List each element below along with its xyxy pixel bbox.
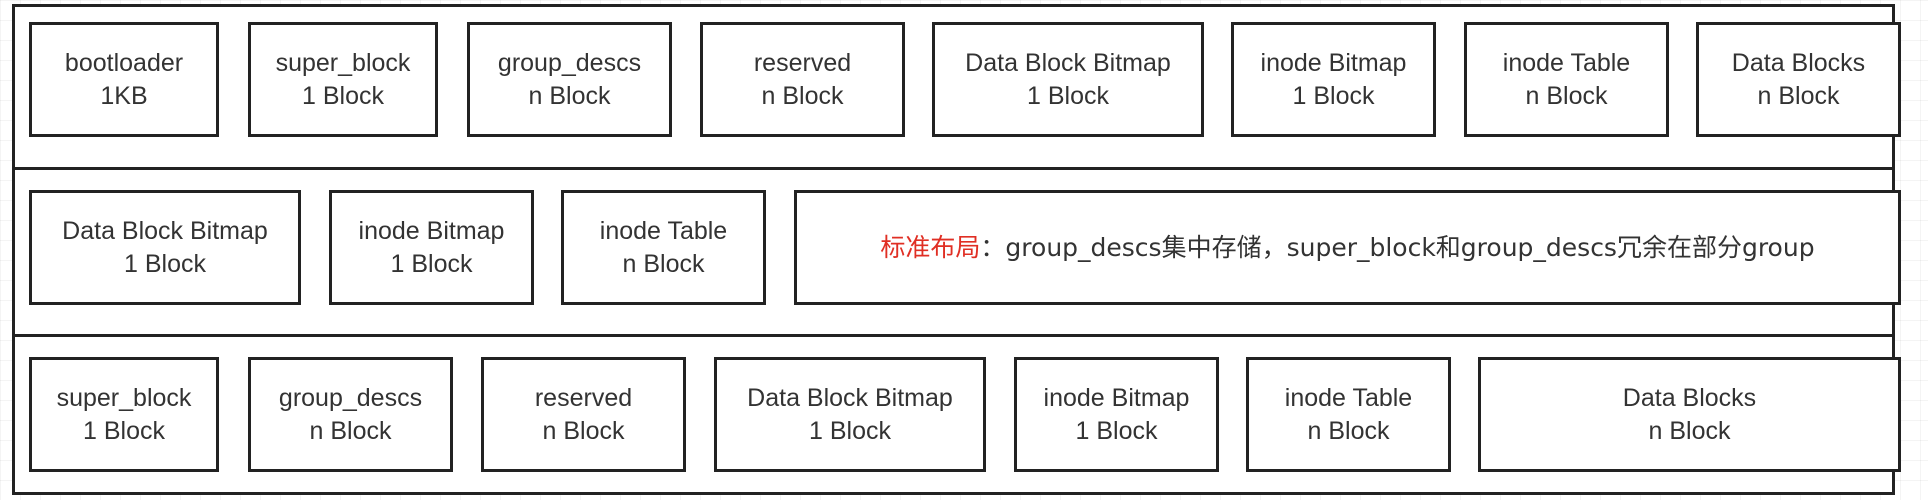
cell-size: n Block (622, 249, 705, 278)
cell-size: n Block (761, 81, 844, 110)
cell-data-block-bitmap: Data Block Bitmap 1 Block (932, 22, 1204, 137)
cell-size: n Block (528, 81, 611, 110)
cell-title: Data Block Bitmap (747, 383, 953, 412)
cell-title: group_descs (278, 383, 423, 412)
cell-title: Data Block Bitmap (965, 48, 1171, 77)
cell-inode-bitmap: inode Bitmap 1 Block (1231, 22, 1436, 137)
cell-inode-table: inode Table n Block (1464, 22, 1669, 137)
cell-size: 1KB (100, 81, 148, 110)
cell-size: n Block (1525, 81, 1608, 110)
cell-title: Data Blocks (1622, 383, 1757, 412)
cell-group-descs: group_descs n Block (248, 357, 453, 472)
cell-title: group_descs (497, 48, 642, 77)
cell-size: 1 Block (1075, 416, 1158, 445)
layout-row-2: Data Block Bitmap 1 Block inode Bitmap 1… (15, 170, 1901, 337)
cell-bootloader: bootloader 1KB (29, 22, 219, 137)
cell-title: reserved (534, 383, 633, 412)
cell-title: inode Bitmap (1260, 48, 1407, 77)
cell-size: 1 Block (809, 416, 891, 445)
cell-reserved: reserved n Block (700, 22, 905, 137)
layout-row-1: bootloader 1KB super_block 1 Block group… (15, 7, 1901, 170)
cell-size: n Block (309, 416, 392, 445)
cell-inode-table: inode Table n Block (561, 190, 766, 305)
cell-inode-bitmap: inode Bitmap 1 Block (1014, 357, 1219, 472)
cell-title: inode Table (1284, 383, 1413, 412)
cell-size: n Block (1307, 416, 1390, 445)
note-text: ：group_descs集中存储，super_block和group_descs… (980, 233, 1815, 262)
cell-reserved: reserved n Block (481, 357, 686, 472)
cell-group-descs: group_descs n Block (467, 22, 672, 137)
cell-size: n Block (1648, 416, 1731, 445)
cell-data-block-bitmap: Data Block Bitmap 1 Block (714, 357, 986, 472)
layout-row-3: super_block 1 Block group_descs n Block … (15, 337, 1901, 495)
cell-inode-bitmap: inode Bitmap 1 Block (329, 190, 534, 305)
cell-data-block-bitmap: Data Block Bitmap 1 Block (29, 190, 301, 305)
cell-title: inode Bitmap (358, 216, 505, 245)
cell-title: Data Blocks (1731, 48, 1866, 77)
cell-size: n Block (542, 416, 625, 445)
cell-title: inode Bitmap (1043, 383, 1190, 412)
cell-data-blocks: Data Blocks n Block (1478, 357, 1901, 472)
block-layout-diagram: bootloader 1KB super_block 1 Block group… (12, 4, 1901, 495)
standard-layout-note: 标准布局：group_descs集中存储，super_block和group_d… (794, 190, 1901, 305)
cell-title: inode Table (1502, 48, 1631, 77)
cell-super-block: super_block 1 Block (29, 357, 219, 472)
cell-data-blocks: Data Blocks n Block (1696, 22, 1901, 137)
cell-title: super_block (56, 383, 192, 412)
cell-title: super_block (275, 48, 411, 77)
cell-size: 1 Block (124, 249, 206, 278)
cell-size: 1 Block (1292, 81, 1375, 110)
cell-super-block: super_block 1 Block (248, 22, 438, 137)
cell-size: 1 Block (390, 249, 473, 278)
cell-title: inode Table (599, 216, 728, 245)
cell-size: n Block (1757, 81, 1840, 110)
cell-inode-table: inode Table n Block (1246, 357, 1451, 472)
cell-title: reserved (753, 48, 852, 77)
cell-size: 1 Block (1027, 81, 1109, 110)
cell-size: 1 Block (83, 416, 165, 445)
cell-title: bootloader (64, 48, 184, 77)
cell-size: 1 Block (302, 81, 384, 110)
cell-title: Data Block Bitmap (62, 216, 268, 245)
note-highlight: 标准布局 (880, 233, 981, 262)
